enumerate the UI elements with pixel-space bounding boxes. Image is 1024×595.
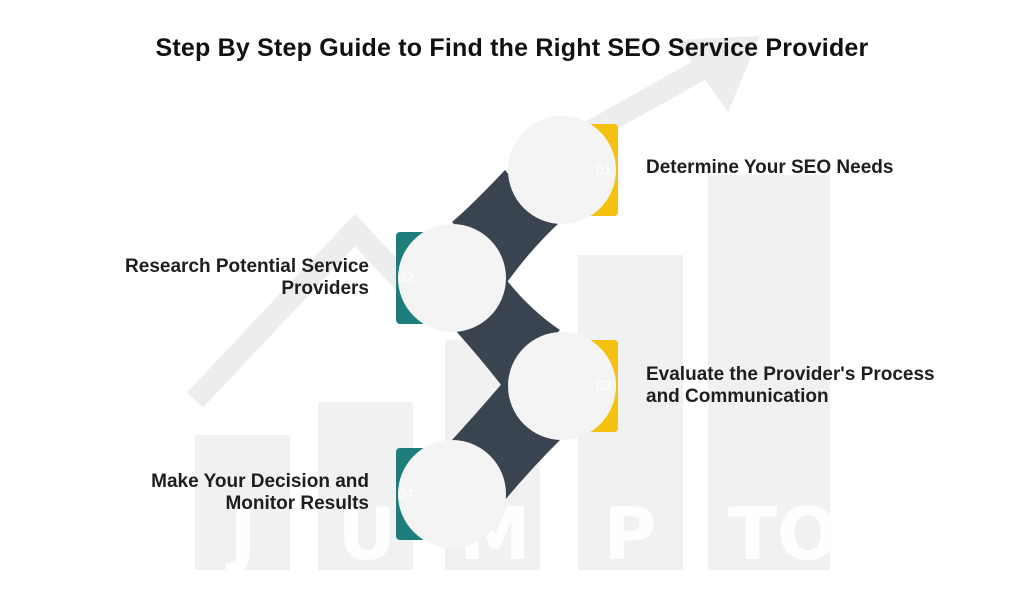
step-label-line: Monitor Results (225, 493, 369, 514)
watermark-arrow-head (676, 36, 760, 112)
step-label-line: Research Potential Service (125, 256, 369, 277)
step-label-line: Providers (281, 278, 369, 299)
connector-diamond (452, 170, 560, 285)
watermark-letter: TO (728, 492, 839, 576)
step-number-01: 01 (596, 161, 612, 177)
step-circle-03 (508, 332, 616, 440)
step-number-04: 04 (398, 485, 414, 501)
step-label-01: Determine Your SEO Needs (646, 157, 893, 179)
step-circle-04 (398, 440, 506, 548)
step-number-03: 03 (596, 377, 612, 393)
step-circle-01 (508, 116, 616, 224)
step-label-03: Evaluate the Provider's Process and Comm… (646, 364, 935, 408)
page-title: Step By Step Guide to Find the Right SEO… (155, 34, 869, 62)
step-label-line: Evaluate the Provider's Process (646, 364, 935, 385)
watermark-letter: P (603, 492, 657, 576)
watermark-letter: U (337, 492, 397, 576)
step-number-02: 02 (398, 269, 414, 285)
watermark-bar (195, 435, 290, 570)
watermark-bar (708, 175, 830, 570)
connector-diamond (452, 380, 560, 500)
step-label-02: Research Potential Service Providers (60, 256, 369, 300)
step-label-line: Make Your Decision and (151, 471, 369, 492)
step-label-line: Determine Your SEO Needs (646, 157, 894, 178)
watermark-letter: J (229, 492, 257, 576)
step-label-line: and Communication (646, 386, 829, 407)
step-label-04: Make Your Decision and Monitor Results (60, 471, 369, 515)
step-circle-02 (398, 224, 506, 332)
